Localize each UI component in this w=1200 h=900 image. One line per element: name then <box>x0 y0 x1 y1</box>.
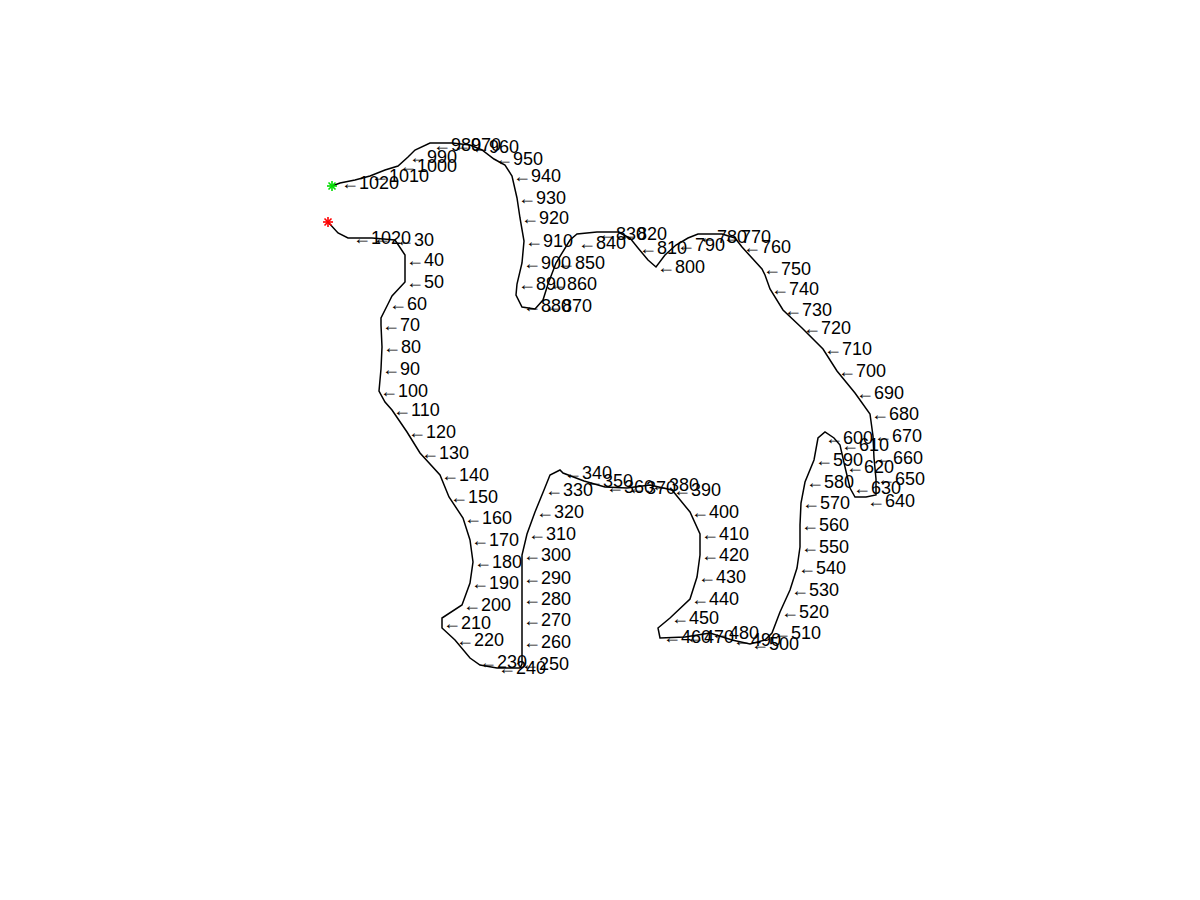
callout-number: ←930 <box>518 187 566 209</box>
callout-number: ←730 <box>784 299 832 321</box>
callout-number: ←220 <box>456 629 504 651</box>
end-marker <box>327 181 337 191</box>
callout-number: ←60 <box>389 293 427 315</box>
callout-number: ←740 <box>771 278 819 300</box>
contour-line <box>328 143 876 668</box>
callout-number: ←190 <box>471 572 519 594</box>
callout-number: ←140 <box>441 464 489 486</box>
callout-number: ←200 <box>463 594 511 616</box>
callout-number: ←650 <box>877 468 925 490</box>
callout-number: ←1020 <box>341 172 399 194</box>
callout-number: ←660 <box>875 447 923 469</box>
callout-number: ←880 <box>523 295 571 317</box>
callout-number: ←270 <box>523 609 571 631</box>
callout-number: ←910 <box>525 230 573 252</box>
callout-number: ←90 <box>382 358 420 380</box>
callout-number: ←710 <box>824 338 872 360</box>
callout-number: ←30 <box>396 229 434 251</box>
callout-number: ←120 <box>408 421 456 443</box>
callout-number: ←800 <box>657 256 705 278</box>
callout-number: ←550 <box>801 536 849 558</box>
callout-number: ←640 <box>867 490 915 512</box>
callout-number: ←170 <box>471 529 519 551</box>
callout-number: ←310 <box>528 523 576 545</box>
callout-number: ←430 <box>698 566 746 588</box>
callout-number: ←260 <box>523 631 571 653</box>
callout-number: ←530 <box>791 579 839 601</box>
callout-number: ←160 <box>464 507 512 529</box>
callout-number: ←390 <box>673 479 721 501</box>
callout-number: ←920 <box>521 207 569 229</box>
callout-number: ←150 <box>450 486 498 508</box>
callout-number: ←540 <box>798 557 846 579</box>
callout-number: ←130 <box>421 442 469 464</box>
callout-number: ←280 <box>523 588 571 610</box>
callout-number: ←700 <box>838 360 886 382</box>
callout-number: ←720 <box>803 317 851 339</box>
callout-number: ←890 <box>518 273 566 295</box>
callout-number: ←510 <box>773 622 821 644</box>
callout-number: ←180 <box>474 551 522 573</box>
callout-number: ←570 <box>802 492 850 514</box>
callout-number: ←290 <box>523 567 571 589</box>
callout-number: ←670 <box>874 425 922 447</box>
callout-number: ←110 <box>393 399 440 421</box>
callout-number: ←50 <box>406 271 444 293</box>
callout-number: ←840 <box>578 232 626 254</box>
callout-number: ←400 <box>691 501 739 523</box>
callout-number: ←900 <box>523 252 571 274</box>
callout-number: ←80 <box>383 336 421 358</box>
callout-number: ←560 <box>801 514 849 536</box>
callout-number: ←440 <box>691 588 739 610</box>
callout-number: ←410 <box>701 523 749 545</box>
callout-number: ←750 <box>763 258 811 280</box>
callout-number: ←100 <box>380 380 428 402</box>
callout-number: ←690 <box>856 382 904 404</box>
callout-number: ←40 <box>406 249 444 271</box>
callout-number: ←320 <box>536 501 584 523</box>
callout-number: ←70 <box>382 314 420 336</box>
callout-number: ←250 <box>521 653 569 675</box>
callout-number: ←520 <box>781 601 829 623</box>
callout-number: ←420 <box>701 544 749 566</box>
callout-number: ←300 <box>523 544 571 566</box>
callout-number: ←680 <box>871 403 919 425</box>
start-marker <box>323 217 333 227</box>
